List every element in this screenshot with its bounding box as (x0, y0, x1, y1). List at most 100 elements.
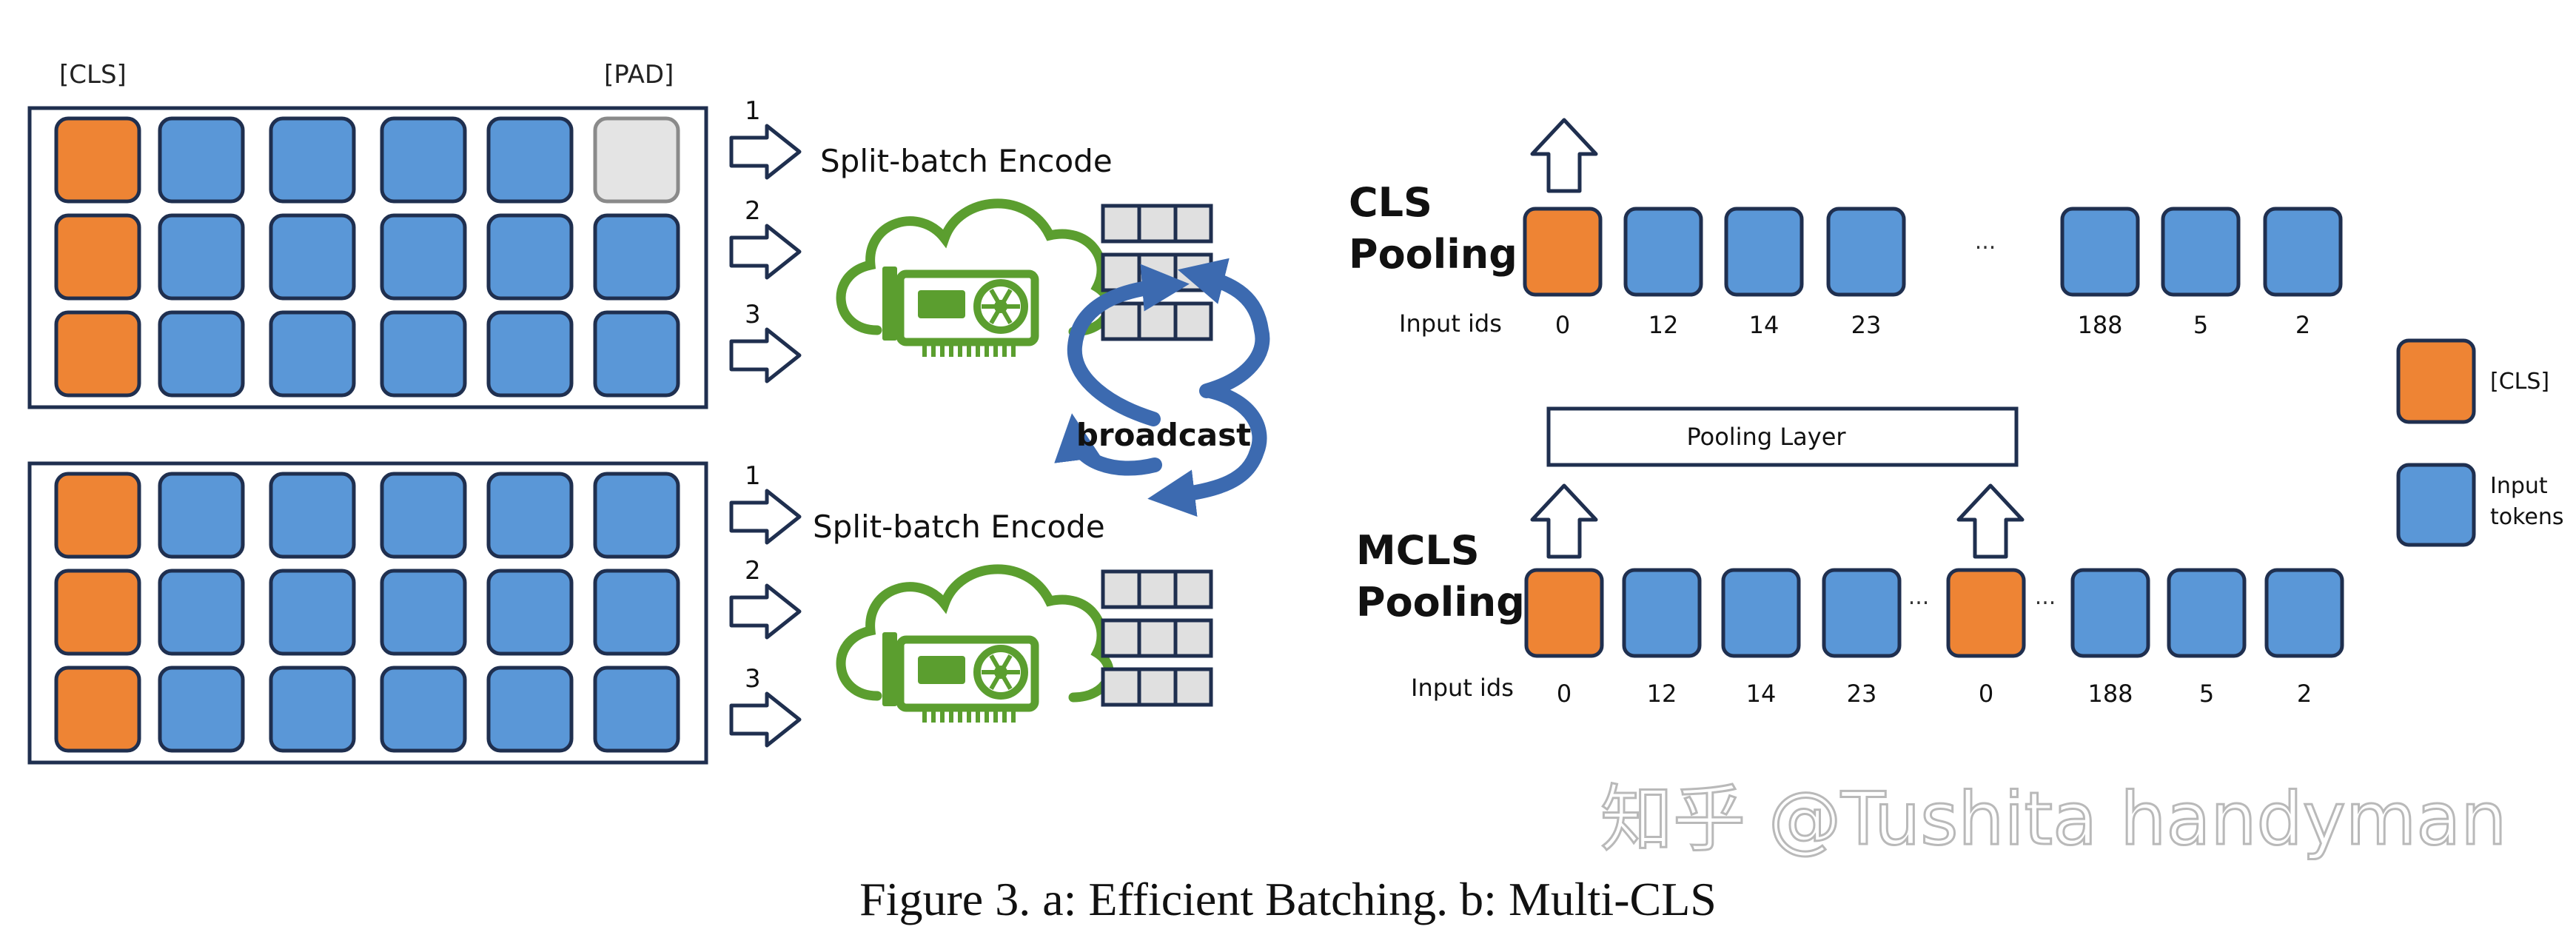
cls-token (1523, 207, 1603, 297)
row-arrow (729, 224, 802, 280)
gpu-pin (993, 711, 998, 723)
input-token (1721, 568, 1801, 658)
input-token (380, 569, 467, 656)
input-token (269, 472, 356, 559)
input-id: 5 (2199, 680, 2214, 708)
input-token (1724, 207, 1804, 297)
cls-token (1524, 568, 1604, 658)
gpu-cloud-icon (836, 564, 1114, 723)
cloud-outline (836, 198, 1114, 337)
gpu-fan-blade (999, 654, 1013, 674)
mcls-pooling-title-line1: MCLS (1356, 527, 1480, 574)
input-token (269, 569, 356, 656)
gpu-fan-blade (999, 671, 1013, 691)
gpu-pin (940, 345, 945, 357)
legend-cls-label: [CLS] (2490, 369, 2549, 395)
input-id: 12 (1648, 311, 1679, 339)
input-token (2060, 207, 2140, 297)
input-token (2167, 568, 2247, 658)
input-token (593, 472, 680, 559)
mcls-input-ids-label: Input ids (1411, 674, 1514, 702)
input-id: 2 (2295, 311, 2310, 339)
cls-token (54, 472, 141, 559)
mcls-pooling-title-line2: Pooling (1356, 579, 1525, 626)
legend-token-swatch (2396, 463, 2476, 547)
mcls-ellipsis-left: ... (1908, 584, 1930, 610)
cls-ellipsis: ... (1975, 229, 1996, 255)
input-token (2070, 568, 2150, 658)
input-id: 23 (1847, 680, 1877, 708)
gpu-pin (940, 711, 945, 723)
input-token (486, 213, 574, 301)
watermark: 知乎 @Tushita handyman (1600, 777, 2506, 862)
mcls-token-row (1524, 568, 2344, 658)
grid-row (1101, 667, 1213, 707)
gpu-pin (993, 345, 998, 357)
input-token (158, 472, 245, 559)
gpu-chip (918, 290, 965, 318)
gpu-pin (985, 345, 989, 357)
cls-token (54, 569, 141, 656)
legend-cls-swatch (2396, 338, 2476, 424)
gpu-pin (1011, 345, 1016, 357)
grid-row (1101, 204, 1213, 244)
mcls-up-arrow-left (1530, 483, 1598, 559)
input-token (158, 666, 245, 753)
gpu-bracket (882, 267, 897, 341)
gpu-pin (922, 345, 927, 357)
grid-row (1101, 301, 1213, 341)
input-token (158, 310, 245, 398)
cls-token-row (1523, 207, 2343, 297)
cls-token (54, 213, 141, 301)
row-arrow (729, 489, 802, 545)
gpu-pin (967, 711, 971, 723)
gpu-fan-blade (989, 288, 1003, 308)
input-token (158, 569, 245, 656)
input-token (158, 116, 245, 204)
pad-token (593, 116, 680, 204)
gpu-bracket (882, 632, 897, 706)
gpu-pin (949, 711, 953, 723)
gpu-pin (949, 345, 953, 357)
input-token (380, 116, 467, 204)
row-arrow (729, 327, 802, 383)
input-token (2263, 207, 2343, 297)
input-id: 14 (1746, 680, 1777, 708)
input-token (269, 310, 356, 398)
gpu-pin (931, 345, 936, 357)
input-id: 0 (1979, 680, 1993, 708)
input-token (593, 569, 680, 656)
gpu-pin (1002, 345, 1007, 357)
broadcast-cycle-icon (1054, 258, 1270, 517)
gpu-fan-blade (999, 288, 1013, 308)
input-token (380, 666, 467, 753)
row-arrow (729, 124, 802, 180)
gpu-pin (976, 711, 980, 723)
input-token (2264, 568, 2344, 658)
cls-pooling-title-line2: Pooling (1349, 231, 1517, 278)
input-token (486, 310, 574, 398)
input-token (269, 666, 356, 753)
gpu-pin (985, 711, 989, 723)
gpu-fan-blade (999, 305, 1013, 325)
cloud-outline (836, 564, 1114, 703)
input-id: 23 (1851, 311, 1882, 339)
input-id: 0 (1555, 311, 1570, 339)
input-token (1826, 207, 1906, 297)
grid-row (1101, 569, 1213, 609)
row-number: 2 (745, 196, 761, 226)
input-token (158, 213, 245, 301)
gpu-pin (958, 711, 962, 723)
broadcast-label: broadcast (1076, 417, 1251, 453)
gpu-chip (918, 656, 965, 684)
gpu-pin (958, 345, 962, 357)
row-number: 1 (745, 96, 761, 126)
row-number: 3 (745, 300, 761, 329)
row-arrow (729, 691, 802, 748)
row-number: 2 (745, 556, 761, 586)
gpu-fan-blade (989, 654, 1003, 674)
